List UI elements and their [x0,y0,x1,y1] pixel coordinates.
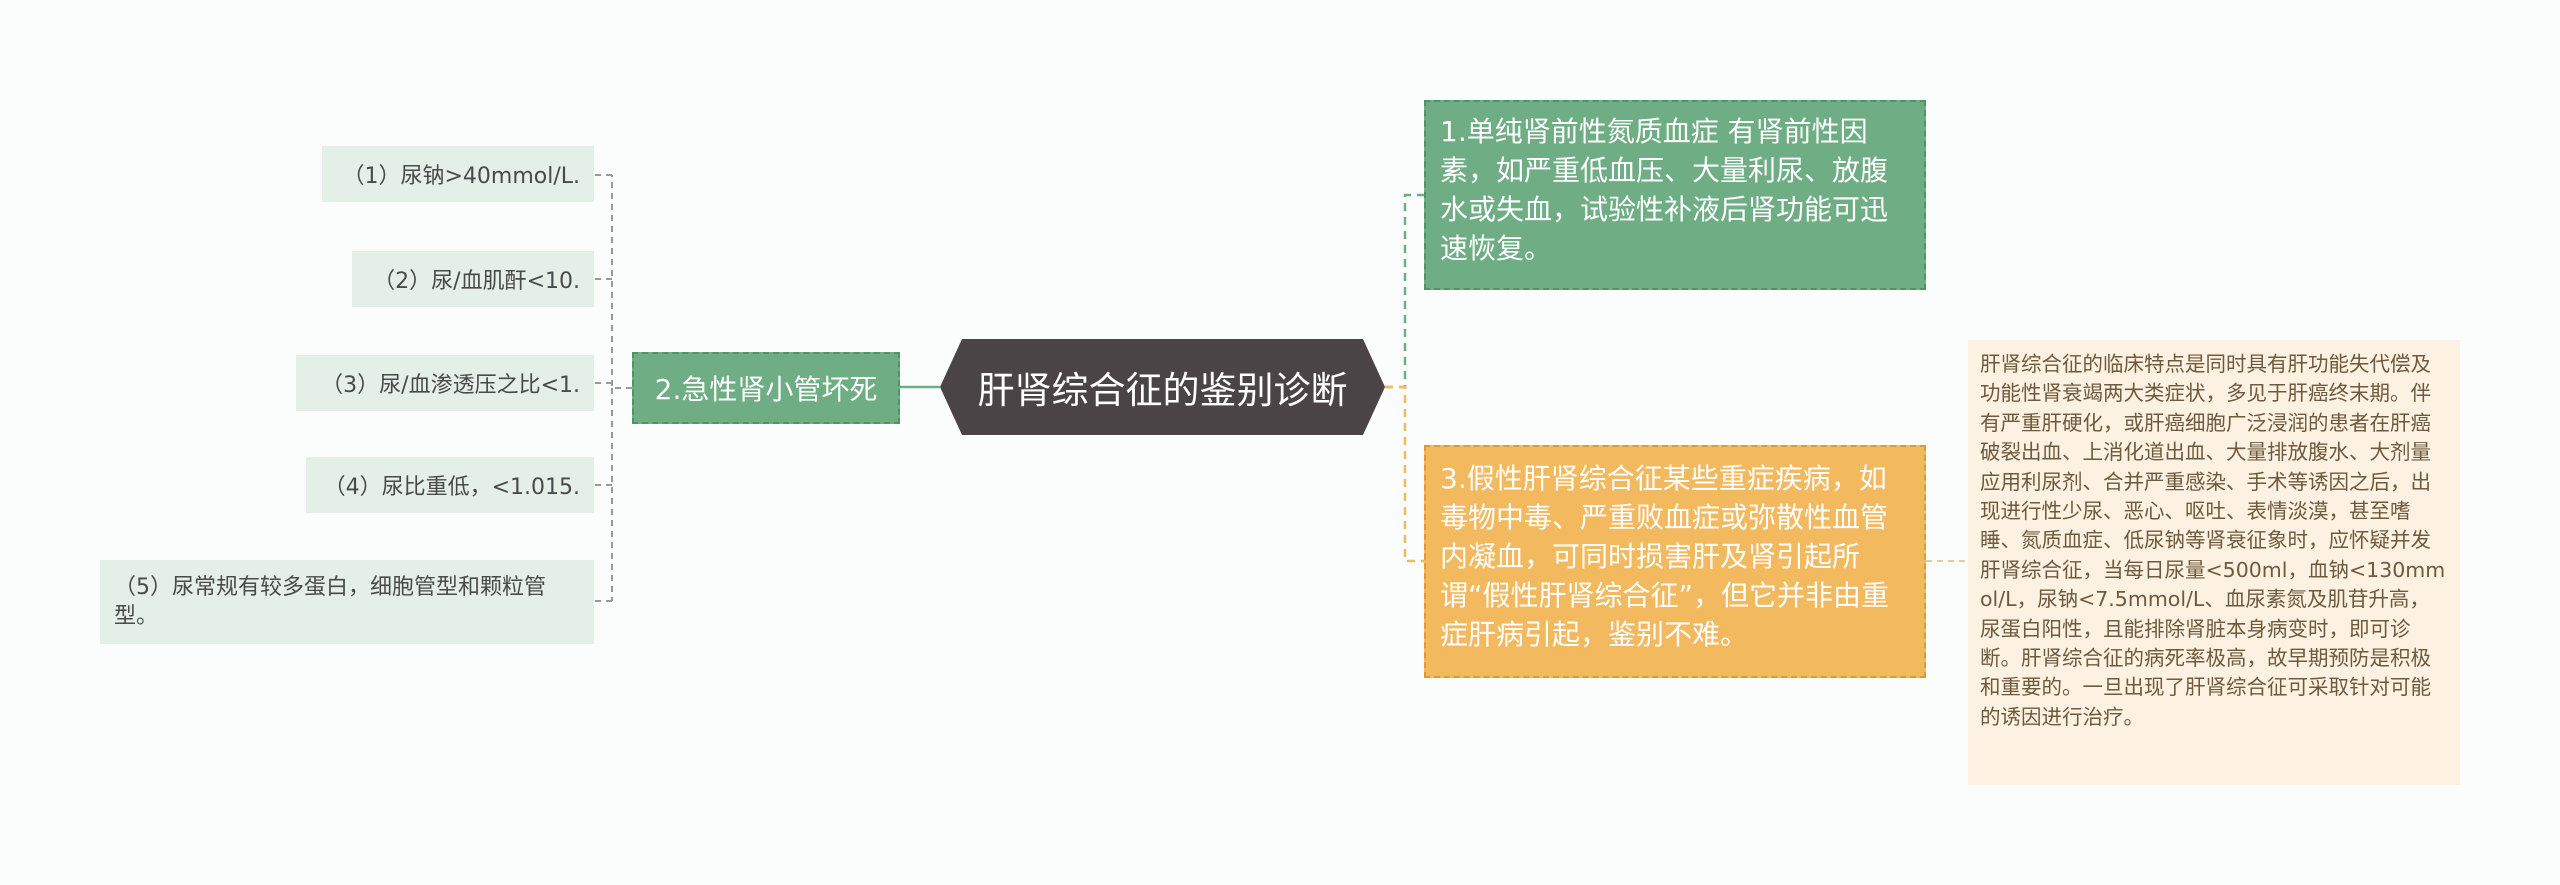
branch-2-acute-tubular-necrosis[interactable]: 2.急性肾小管坏死 [632,352,900,424]
branch-3-pseudo-hepatorenal[interactable]: 3.假性肝肾综合征某些重症疾病，如毒物中毒、严重败血症或弥散性血管内凝血，可同时… [1424,445,1926,678]
leaf-urinalysis-casts[interactable]: （5）尿常规有较多蛋白，细胞管型和颗粒管型。 [100,560,594,644]
branch-1-prerenal-azotemia[interactable]: 1.单纯肾前性氮质血症 有肾前性因素，如严重低血压、大量利尿、放腹水或失血，试验… [1424,100,1926,290]
leaf-urine-sodium[interactable]: （1）尿钠>40mmol/L. [322,146,594,202]
connector-root-b3 [1385,385,1424,563]
leaf-specific-gravity[interactable]: （4）尿比重低，<1.015. [306,457,594,513]
root-topic[interactable]: 肝肾综合征的鉴别诊断 [940,339,1385,435]
connector-b2-leaves [611,175,632,601]
leaf-osmolality-ratio[interactable]: （3）尿/血渗透压之比<1. [296,355,594,411]
leaf-creatinine-ratio[interactable]: （2）尿/血肌酐<10. [352,251,594,307]
note-hepatorenal-features: 肝肾综合征的临床特点是同时具有肝功能失代偿及功能性肾衰竭两大类症状，多见于肝癌终… [1968,340,2460,785]
connector-root-b1 [1385,193,1424,389]
